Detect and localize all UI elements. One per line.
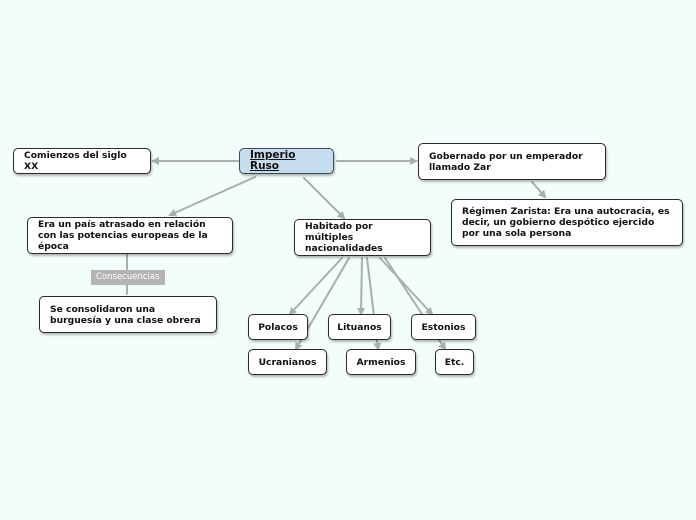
- node-polacos[interactable]: Polacos: [248, 314, 308, 340]
- node-habitado-nacionalidades[interactable]: Habitado por múltiples nacionalidades: [294, 219, 431, 256]
- node-burguesia[interactable]: Se consolidaron una burguesía y una clas…: [39, 296, 217, 333]
- node-gobernado-zar[interactable]: Gobernado por un emperador llamado Zar: [418, 143, 606, 180]
- edge-habitado-polacos: [288, 257, 343, 316]
- relationship-label-consecuencias: Consecuencias: [91, 270, 165, 285]
- edge-root-atrasado: [168, 176, 256, 217]
- node-ucranianos[interactable]: Ucranianos: [248, 349, 327, 375]
- node-comienzos-siglo-xx[interactable]: Comienzos del siglo XX: [13, 148, 151, 174]
- node-lituanos[interactable]: Lituanos: [328, 314, 391, 340]
- edge-gobernado-regimen: [531, 181, 547, 199]
- node-estonios[interactable]: Estonios: [411, 314, 476, 340]
- node-etc[interactable]: Etc.: [435, 349, 474, 375]
- edge-habitado-lituanos: [357, 257, 366, 316]
- node-armenios[interactable]: Armenios: [346, 349, 416, 375]
- node-imperio-ruso[interactable]: Imperio Ruso: [239, 148, 334, 174]
- node-pais-atrasado[interactable]: Era un país atrasado en relación con las…: [27, 217, 233, 254]
- node-regimen-zarista[interactable]: Régimen Zarista: Era una autocracia, es …: [451, 199, 683, 246]
- edge-root-habitado: [303, 177, 346, 220]
- edge-habitado-estonios: [379, 257, 434, 316]
